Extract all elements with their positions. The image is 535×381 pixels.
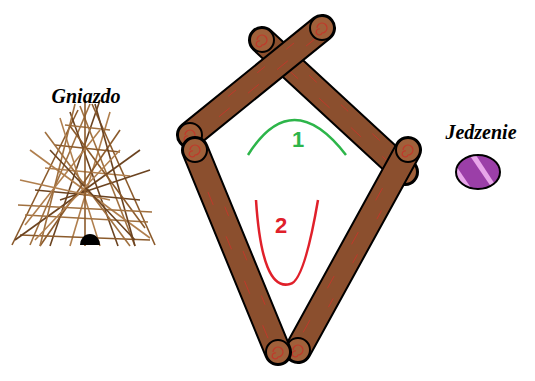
log-body (195, 150, 278, 352)
log-grain (309, 76, 316, 83)
nest-stick (50, 150, 135, 240)
log-grain (263, 325, 268, 338)
log-grain (286, 43, 294, 49)
log-end (266, 340, 290, 364)
log-grain (208, 192, 213, 205)
callout-number: 1 (292, 129, 304, 151)
egg-stripe (470, 140, 512, 192)
callout-number: 2 (275, 215, 287, 237)
log-end (250, 28, 274, 52)
nest-stick (20, 180, 110, 200)
nest-stick (92, 104, 155, 245)
food-label: Jedzenie (445, 122, 516, 142)
nest-stick (84, 100, 86, 246)
nest-stick (35, 150, 120, 240)
log-outline (195, 150, 278, 352)
log-grain (248, 84, 259, 93)
log-end (183, 138, 207, 162)
green-curve (248, 120, 346, 155)
log-grain (244, 281, 249, 294)
log-ring (316, 23, 327, 35)
log-ring (256, 35, 267, 47)
log-grain (327, 276, 334, 288)
log-body (298, 150, 408, 350)
log-grain (226, 236, 231, 249)
log-grain (219, 108, 230, 117)
egg-stripes (438, 140, 512, 212)
log-body (190, 28, 322, 135)
nest-stick (30, 150, 150, 238)
log-outline (190, 28, 322, 135)
log-grain (351, 127, 361, 136)
log-grain (261, 295, 265, 304)
log-ring (402, 145, 413, 157)
log (286, 138, 420, 362)
log (178, 16, 334, 147)
log-grain (376, 188, 383, 200)
nest-hole (80, 234, 100, 245)
food-egg (438, 140, 512, 212)
log-ring (272, 347, 283, 359)
log-grain (277, 61, 288, 70)
nest-stick (30, 104, 90, 245)
red-curve (256, 200, 318, 285)
nest-stick (40, 104, 75, 246)
log (183, 138, 290, 364)
log-grain (225, 207, 229, 216)
log-grain (328, 298, 333, 307)
nest-stick (18, 205, 152, 212)
egg-outline (456, 155, 500, 189)
nest-stick (25, 215, 148, 222)
log-grain (377, 210, 382, 219)
log-grain (372, 134, 379, 141)
log-grain (243, 251, 247, 260)
log-grain (341, 105, 348, 112)
nest-stick (70, 126, 145, 228)
log-grain (228, 90, 236, 96)
log-grain (353, 254, 358, 263)
log-outline (298, 150, 408, 350)
log-grain (257, 67, 265, 73)
nest-label: Gniazdo (52, 86, 121, 106)
logs (178, 16, 420, 364)
log-ring (189, 145, 200, 157)
log-grain (352, 232, 359, 244)
log-end (396, 138, 420, 162)
log-grain (303, 320, 310, 332)
nest (12, 100, 155, 246)
log-ring (292, 345, 303, 357)
log-end (310, 16, 334, 40)
nest-stick (95, 104, 135, 246)
log-grain (319, 98, 329, 107)
